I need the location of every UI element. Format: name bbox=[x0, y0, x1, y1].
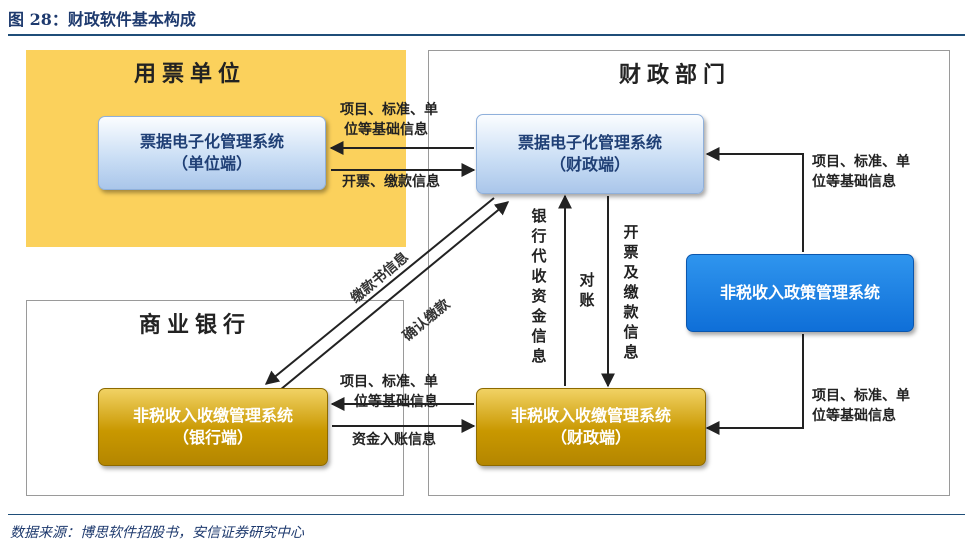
label-top-basic-info: 项目、标准、单 位等基础信息 bbox=[340, 100, 438, 141]
box-nontax-policy-label: 非税收入政策管理系统 bbox=[719, 283, 880, 303]
box-unit-billing-system: 票据电子化管理系统 （单位端） bbox=[98, 116, 326, 190]
box-finance-billing-system: 票据电子化管理系统 （财政端） bbox=[476, 114, 704, 194]
label-funds-arrival-info: 资金入账信息 bbox=[352, 432, 436, 448]
box-bank-collection-line1: 非税收入收缴管理系统 bbox=[132, 406, 293, 426]
region-bank-title: 商业银行 bbox=[139, 313, 252, 338]
label-top-basic-info-line1: 项目、标准、单 bbox=[340, 102, 438, 118]
box-finance-collection-line1: 非税收入收缴管理系统 bbox=[510, 406, 671, 426]
label-right-bottom-basic-info-line2: 位等基础信息 bbox=[812, 408, 896, 425]
label-right-top-basic-info-line1: 项目、标准、单 bbox=[812, 154, 910, 170]
arrow-policy-to-collection bbox=[705, 334, 804, 435]
arrow-payment-notice bbox=[264, 197, 495, 385]
label-bank-collect-info: 银行代收资金信息 bbox=[531, 207, 547, 365]
title-rule bbox=[8, 34, 965, 36]
figure-title: 图 28：财政软件基本构成 bbox=[8, 10, 196, 29]
label-top-basic-info-line2: 位等基础信息 bbox=[344, 122, 428, 139]
box-finance-billing-line2: （财政端） bbox=[549, 155, 630, 174]
box-unit-billing-line1: 票据电子化管理系统 bbox=[139, 132, 284, 152]
box-bank-collection-system: 非税收入收缴管理系统 （银行端） bbox=[98, 388, 328, 466]
label-right-bottom-basic-info: 项目、标准、单 位等基础信息 bbox=[812, 386, 910, 427]
label-invoice-payment-info: 开票、缴款信息 bbox=[342, 174, 440, 190]
figure-source: 数据来源：博思软件招股书，安信证券研究中心 bbox=[10, 525, 304, 541]
label-right-top-basic-info: 项目、标准、单 位等基础信息 bbox=[812, 152, 910, 193]
arrow-policy-to-billing bbox=[705, 147, 804, 252]
box-nontax-policy-system: 非税收入政策管理系统 bbox=[686, 254, 914, 332]
label-bottom-basic-info-line1: 项目、标准、单 bbox=[340, 374, 438, 390]
box-finance-billing-line1: 票据电子化管理系统 bbox=[517, 133, 662, 153]
label-reconcile: 对账 bbox=[579, 271, 595, 309]
region-unit-title: 用票单位 bbox=[134, 62, 247, 87]
region-finance-title: 财政部门 bbox=[619, 63, 732, 88]
label-right-bottom-basic-info-line1: 项目、标准、单 bbox=[812, 388, 910, 404]
box-finance-collection-system: 非税收入收缴管理系统 （财政端） bbox=[476, 388, 706, 466]
label-bottom-basic-info: 项目、标准、单 位等基础信息 bbox=[340, 372, 438, 413]
arrow-confirm-payment bbox=[279, 201, 510, 391]
source-rule bbox=[8, 514, 965, 515]
box-unit-billing-line2: （单位端） bbox=[171, 154, 252, 173]
label-right-top-basic-info-line2: 位等基础信息 bbox=[812, 174, 896, 191]
box-finance-collection-line2: （财政端） bbox=[550, 428, 631, 447]
box-bank-collection-line2: （银行端） bbox=[172, 428, 253, 447]
label-invoice-pay-vertical: 开票及缴款信息 bbox=[623, 223, 639, 361]
label-bottom-basic-info-line2: 位等基础信息 bbox=[354, 394, 438, 411]
